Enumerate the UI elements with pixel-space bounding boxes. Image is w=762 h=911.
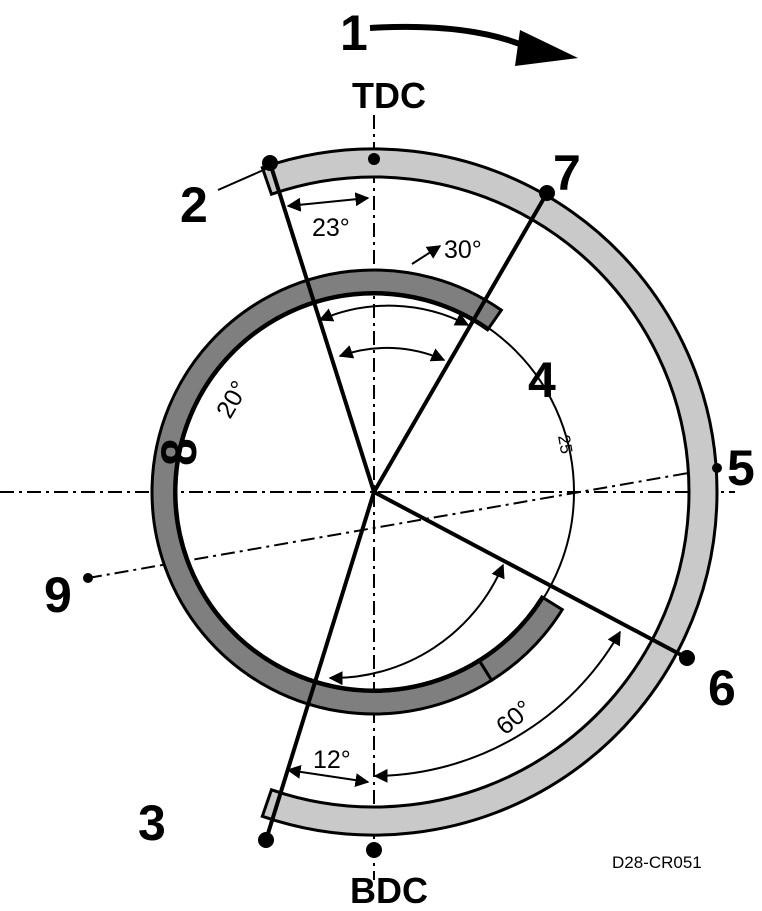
label-2: 2 <box>180 177 208 233</box>
label-3: 3 <box>138 795 166 851</box>
rotation-arrow <box>369 23 532 51</box>
label-8: 8 <box>151 438 207 466</box>
crank-line-6 <box>373 490 688 660</box>
crank-line-2 <box>268 162 376 493</box>
angle-23: 23° <box>312 214 350 242</box>
inner-dark-band-lower <box>476 594 565 683</box>
point-2 <box>262 155 278 171</box>
reference-code: D28-CR051 <box>612 853 702 872</box>
axis-line-5-9 <box>87 467 718 579</box>
arrow-23 <box>286 192 370 212</box>
point-9 <box>83 573 93 583</box>
point-7 <box>539 185 555 201</box>
crank-line-7 <box>372 191 549 494</box>
angle-30: 30° <box>444 236 482 264</box>
rotation-arrowhead-icon <box>515 30 578 66</box>
arrow-60 <box>373 630 621 783</box>
label-5: 5 <box>727 440 755 496</box>
leader-2 <box>217 167 269 191</box>
arrow-30 <box>411 245 442 265</box>
point-3 <box>258 832 274 848</box>
label-7: 7 <box>553 145 581 201</box>
label-1: 1 <box>340 5 368 61</box>
point-tdc <box>368 153 380 165</box>
label-9: 9 <box>44 567 72 623</box>
label-bdc: BDC <box>350 870 428 911</box>
angle-60: 60° <box>491 695 538 741</box>
label-4: 4 <box>528 352 556 408</box>
point-bdc <box>366 842 382 858</box>
arrow-inner-top <box>338 345 446 362</box>
angle-25: 25 <box>554 433 576 455</box>
angle-12: 12° <box>313 746 351 774</box>
label-6: 6 <box>708 660 736 716</box>
point-6 <box>679 650 695 666</box>
outer-light-band <box>260 147 719 837</box>
arrow-20 <box>318 304 470 326</box>
label-tdc: TDC <box>352 75 426 116</box>
arrow-12 <box>286 764 370 788</box>
crank-line-3 <box>264 491 376 841</box>
point-5 <box>712 463 722 473</box>
angle-20: 20° <box>211 376 254 423</box>
